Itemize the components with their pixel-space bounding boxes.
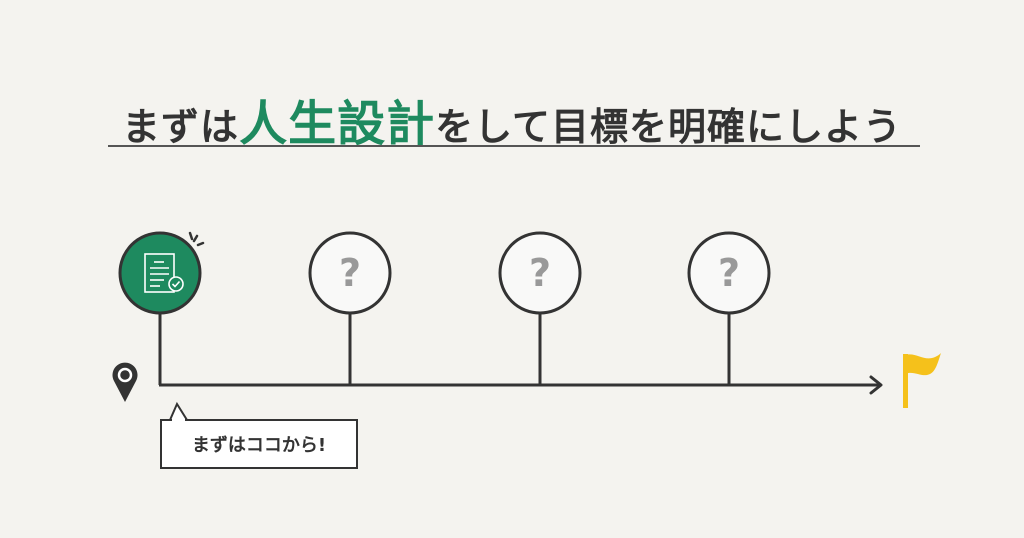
milestone-unknown-1 (308, 231, 392, 315)
title-underline (108, 145, 920, 147)
start-callout: まずはココから! (160, 419, 358, 469)
title-suffix: をして目標を明確にしよう (435, 105, 902, 149)
question-mark-1: ? (338, 251, 362, 295)
milestone-current (118, 231, 205, 315)
question-mark-3: ? (717, 251, 741, 295)
callout-text: まずはココから! (191, 435, 327, 456)
sparkle-icon (188, 231, 205, 247)
title-prefix: まずは (122, 105, 240, 149)
goal-flag-icon (903, 353, 941, 408)
question-mark-2: ? (528, 251, 552, 295)
milestone-unknown-2 (498, 231, 582, 315)
page-title: まずは人生設計をして目標を明確にしよう (0, 84, 1024, 154)
title-highlight: 人生設計 (239, 96, 436, 152)
location-pin-icon (112, 362, 138, 402)
document-check-icon (144, 253, 184, 293)
timeline-axis (159, 375, 883, 395)
callout-tail (168, 401, 189, 421)
milestone-unknown-3 (687, 231, 771, 315)
